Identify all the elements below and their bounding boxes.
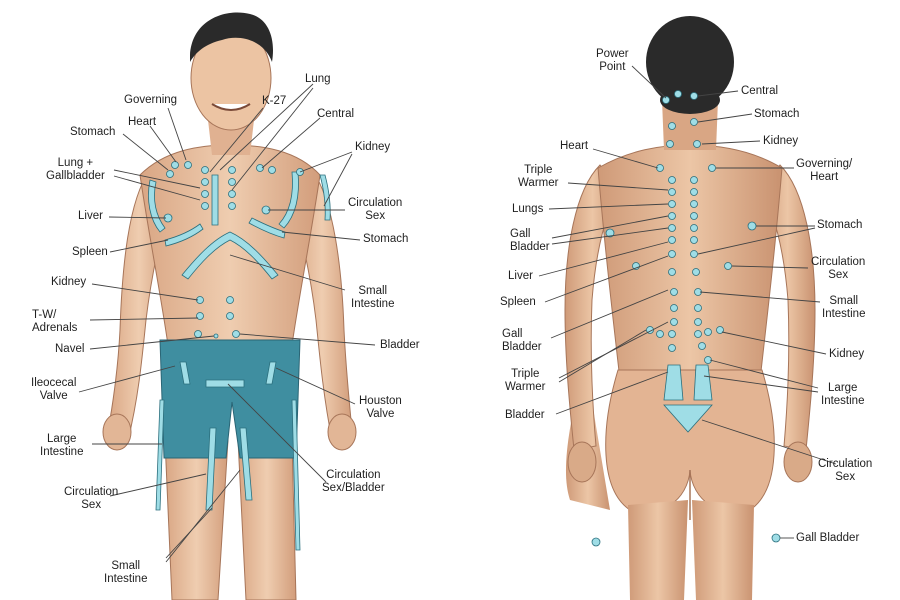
label-power-point-line2: Point xyxy=(599,61,626,73)
label-small-intestine-back-line1: Small xyxy=(829,295,859,307)
label-kidney-front: Kidney xyxy=(51,276,87,288)
label-lungs: Lungs xyxy=(512,203,544,215)
label-small-intestine-leg: Small Intestine xyxy=(104,560,147,586)
label-houston-line2: Valve xyxy=(366,408,395,420)
label-kidney-back-right: Kidney xyxy=(829,348,865,360)
label-bladder-front: Bladder xyxy=(380,339,420,351)
label-circulation-sex-front-line1: Circulation xyxy=(348,197,403,209)
label-lung-gallbladder: Lung + Gallbladder xyxy=(46,157,105,183)
label-kidney-back: Kidney xyxy=(763,135,799,147)
label-lung: Lung xyxy=(305,73,331,85)
label-small-intestine-front-line1: Small xyxy=(358,285,388,297)
label-heart-front: Heart xyxy=(128,116,157,128)
label-lung-gallbladder-line2: Gallbladder xyxy=(46,170,105,182)
label-gall-bladder-back-2-line1: Gall xyxy=(502,328,523,340)
label-circulation-sex-back: Circulation Sex xyxy=(811,256,865,282)
label-navel: Navel xyxy=(55,343,85,355)
label-stomach-back: Stomach xyxy=(754,108,800,120)
label-central-back: Central xyxy=(741,85,779,97)
label-circulation-sex-back-line2: Sex xyxy=(828,269,849,281)
label-ileocecal-valve: Ileocecal Valve xyxy=(31,377,76,403)
label-tw-adrenals: T-W/ Adrenals xyxy=(32,309,77,335)
label-gall-bladder-back-line2: Bladder xyxy=(510,241,550,253)
label-governing-heart: Governing/ Heart xyxy=(796,158,852,184)
label-large-intestine-front: Large Intestine xyxy=(40,433,83,459)
front-figure xyxy=(102,12,357,600)
label-small-intestine-front-line2: Intestine xyxy=(351,298,395,310)
label-circulation-sex-back-2-line2: Sex xyxy=(835,471,856,483)
label-circulation-sex-back-2: Circulation Sex xyxy=(818,458,872,484)
label-circulation-sex-leg-line2: Sex xyxy=(81,499,102,511)
label-k27: K-27 xyxy=(262,95,287,107)
label-bladder-back: Bladder xyxy=(505,409,545,421)
label-central-front: Central xyxy=(317,108,355,120)
label-ileocecal-line1: Ileocecal xyxy=(31,377,77,389)
label-gall-bladder-leg: Gall Bladder xyxy=(796,532,860,544)
label-governing: Governing xyxy=(124,94,178,106)
label-power-point-line1: Power xyxy=(596,48,629,60)
label-circ-sex-bladder-line2: Sex/Bladder xyxy=(322,482,385,494)
label-triple-warmer-back-line2: Warmer xyxy=(518,177,559,189)
label-kidney-front-right: Kidney xyxy=(355,141,391,153)
label-governing-heart-line1: Governing/ xyxy=(796,158,853,170)
label-small-intestine-front: Small Intestine xyxy=(351,285,394,311)
label-gall-bladder-back-line1: Gall xyxy=(510,228,531,240)
label-tw-adrenals-line2: Adrenals xyxy=(32,322,78,334)
label-small-intestine-back: Small Intestine xyxy=(822,295,865,321)
label-triple-warmer-back-2: Triple Warmer xyxy=(505,368,545,394)
label-spleen-front: Spleen xyxy=(72,246,108,258)
label-power-point: Power Point xyxy=(596,48,629,74)
label-circulation-sex-front-line2: Sex xyxy=(365,210,386,222)
label-tw-adrenals-line1: T-W/ xyxy=(32,309,57,321)
label-circulation-sex-front: Circulation Sex xyxy=(348,197,402,223)
label-heart-back: Heart xyxy=(560,140,589,152)
label-houston-valve: Houston Valve xyxy=(359,395,402,421)
label-gall-bladder-back: Gall Bladder xyxy=(510,228,550,254)
label-circulation-sex-back-line1: Circulation xyxy=(811,256,866,268)
label-small-intestine-back-line2: Intestine xyxy=(822,308,866,320)
label-triple-warmer-back: Triple Warmer xyxy=(518,164,558,190)
label-governing-heart-line2: Heart xyxy=(810,171,839,183)
label-small-intestine-leg-line2: Intestine xyxy=(104,573,148,585)
back-figure xyxy=(564,16,816,600)
label-circulation-sex-bladder: Circulation Sex/Bladder xyxy=(322,469,385,495)
label-circulation-sex-leg-line1: Circulation xyxy=(64,486,119,498)
label-triple-warmer-back-2-line2: Warmer xyxy=(505,381,546,393)
leader-lines xyxy=(78,65,837,563)
label-lung-gallbladder-line1: Lung + xyxy=(57,157,94,169)
label-circulation-sex-back-2-line1: Circulation xyxy=(818,458,873,470)
label-liver-back: Liver xyxy=(508,270,533,282)
label-large-intestine-front-line2: Intestine xyxy=(40,446,84,458)
label-circulation-sex-leg: Circulation Sex xyxy=(64,486,118,512)
label-large-intestine-back-line2: Intestine xyxy=(821,395,865,407)
label-ileocecal-line2: Valve xyxy=(39,390,68,402)
label-gall-bladder-back-2-line2: Bladder xyxy=(502,341,542,353)
label-gall-bladder-back-2: Gall Bladder xyxy=(502,328,542,354)
label-circ-sex-bladder-line1: Circulation xyxy=(326,469,381,481)
label-stomach-front-right: Stomach xyxy=(363,233,409,245)
label-large-intestine-front-line1: Large xyxy=(47,433,77,445)
label-large-intestine-back-line1: Large xyxy=(828,382,858,394)
label-large-intestine-back: Large Intestine xyxy=(821,382,864,408)
label-triple-warmer-back-2-line1: Triple xyxy=(511,368,540,380)
label-small-intestine-leg-line1: Small xyxy=(111,560,141,572)
label-liver-front: Liver xyxy=(78,210,103,222)
label-stomach-front: Stomach xyxy=(70,126,116,138)
label-spleen-back: Spleen xyxy=(500,296,536,308)
label-stomach-back-right: Stomach xyxy=(817,219,863,231)
label-houston-line1: Houston xyxy=(359,395,402,407)
label-triple-warmer-back-line1: Triple xyxy=(524,164,553,176)
